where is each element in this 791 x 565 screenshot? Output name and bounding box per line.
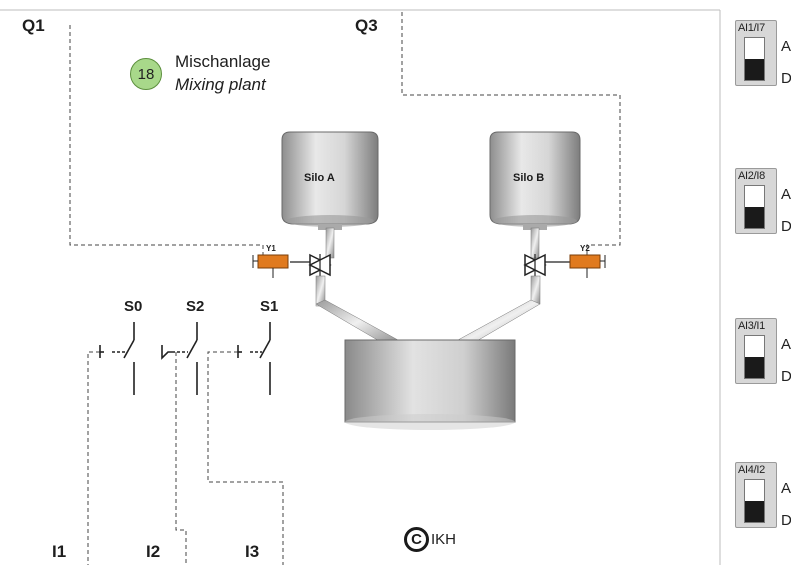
switch-s2[interactable] — [161, 322, 198, 395]
output-q1-label: Q1 — [22, 16, 45, 35]
analog-input-1-box[interactable]: AI1/I7 — [735, 20, 777, 86]
analog-input-2-knob[interactable] — [745, 207, 764, 228]
analog-input-2-a-label: A — [781, 186, 791, 203]
i2-wire — [175, 352, 187, 565]
valve-y2 — [523, 253, 570, 277]
analog-input-2-slot — [744, 185, 765, 229]
analog-input-1-knob[interactable] — [745, 59, 764, 80]
q3-wire — [401, 12, 621, 258]
input-i3-label: I3 — [245, 542, 260, 561]
copyright-icon: C — [404, 527, 429, 552]
analog-input-4-slot — [744, 479, 765, 523]
silo-b-label: Silo B — [513, 172, 545, 184]
analog-input-2-box[interactable]: AI2/I8 — [735, 168, 777, 234]
analog-input-4-tag: AI4/I2 — [738, 464, 765, 476]
analog-input-4-knob[interactable] — [745, 501, 764, 522]
copyright: C IKH — [404, 527, 456, 552]
analog-input-4[interactable]: AI4/I2 A D — [735, 462, 791, 544]
switch-s1[interactable] — [237, 322, 271, 395]
analog-input-1-d-label: D — [781, 70, 791, 87]
analog-input-4-d-label: D — [781, 512, 791, 529]
silo-a-label: Silo A — [304, 172, 335, 184]
copyright-text: IKH — [431, 531, 457, 548]
analog-input-2[interactable]: AI2/I8 A D — [735, 168, 791, 250]
analog-input-3-tag: AI3/I1 — [738, 320, 765, 332]
analog-input-3-box[interactable]: AI3/I1 — [735, 318, 777, 384]
output-q3-label: Q3 — [355, 16, 378, 35]
analog-input-4-a-label: A — [781, 480, 791, 497]
mixing-drum — [344, 339, 516, 430]
valve-actuator-y2[interactable] — [569, 254, 606, 278]
analog-input-4-box[interactable]: AI4/I2 — [735, 462, 777, 528]
analog-input-3-d-label: D — [781, 368, 791, 385]
switch-s2-label: S2 — [186, 298, 205, 315]
analog-input-3[interactable]: AI3/I1 A D — [735, 318, 791, 400]
input-i1-label: I1 — [52, 542, 67, 561]
i3-wire — [207, 351, 284, 565]
valve-y2-label: Y2 — [580, 244, 590, 253]
analog-input-3-slot — [744, 335, 765, 379]
analog-input-3-a-label: A — [781, 336, 791, 353]
pipe-b — [457, 275, 541, 346]
switch-s1-label: S1 — [260, 298, 279, 315]
analog-input-2-tag: AI2/I8 — [738, 170, 765, 182]
plant-number-badge: 18 — [130, 58, 162, 90]
analog-input-1-a-label: A — [781, 38, 791, 55]
switch-s0[interactable] — [99, 322, 135, 395]
silo-b — [489, 131, 581, 259]
valve-actuator-y1[interactable] — [252, 254, 289, 278]
plant-title-english: Mixing plant — [175, 75, 266, 94]
input-i2-label: I2 — [146, 542, 161, 561]
switch-s0-label: S0 — [124, 298, 143, 315]
q1-wire — [69, 25, 264, 258]
plant-title-german: Mischanlage — [175, 52, 271, 71]
i1-wire — [87, 351, 100, 565]
analog-input-3-knob[interactable] — [745, 357, 764, 378]
analog-input-1[interactable]: AI1/I7 A D — [735, 20, 791, 102]
valve-y1 — [290, 253, 332, 277]
valve-y1-label: Y1 — [266, 244, 276, 253]
analog-input-1-slot — [744, 37, 765, 81]
analog-input-2-d-label: D — [781, 218, 791, 235]
silo-a — [281, 131, 379, 259]
analog-input-1-tag: AI1/I7 — [738, 22, 765, 34]
pipe-a — [315, 275, 399, 346]
